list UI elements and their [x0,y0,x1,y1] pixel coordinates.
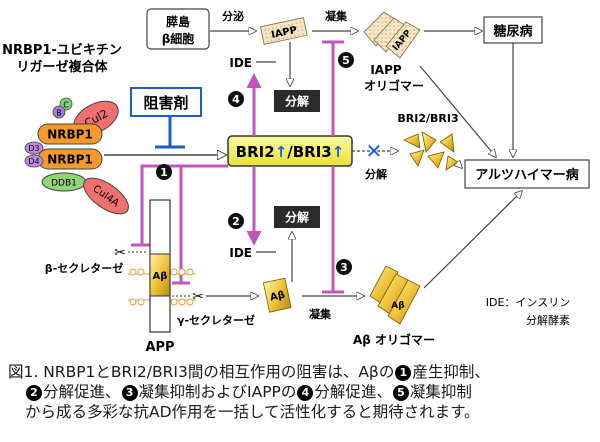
nrbp1-upper-label: NRBP1 [47,128,93,142]
pancreas-line2: β細胞 [162,31,195,46]
d4-label: D4 [28,157,39,166]
c-subunit-label: C [63,101,69,110]
alzheimer-box [464,159,590,189]
gamma-secretase-scissors-icon: ✂ [192,289,204,305]
caption-part: 図1. NRBP1とBRI2/BRI3間の相互作用の阻害は、Aβの [8,363,395,381]
caption-part: 凝集抑制およびIAPPの [138,383,297,401]
d4-subunit [24,154,44,168]
bri-degradation-cross: ✕ [366,139,383,163]
nrbp1-upper [37,123,103,145]
bri-fragments [403,131,459,171]
caption-number-2: 2 [26,385,42,401]
fragments-to-ad-arrow [460,166,462,168]
bri-up-arrow-a: ↑ [275,143,288,161]
iapp-degrade-label: 分解 [285,94,309,109]
legend-line1: IDE：インスリン [486,296,570,309]
complex-title-line1: NRBP1-ユビキチン [2,42,122,58]
abeta-aggregate-label: 凝集 [309,307,332,321]
pancreas-box [146,8,210,50]
caption-part: 凝集抑制 [409,383,472,401]
abeta-oligomer-label: Aβ オリゴマー [353,332,435,347]
abeta-oligomer-sheet-label: Aβ [391,301,405,311]
bri-text-b: /BRI3 [287,143,331,161]
inhibitor-label: 阻害剤 [143,94,188,112]
membrane-lipids [129,268,194,306]
inhibit-path-1 [140,164,228,244]
svg-text:4: 4 [232,93,240,106]
caption-part: 分解促進、 [43,383,121,401]
b-subunit-label: B [56,109,62,118]
caption-number-4: 4 [297,385,314,401]
ide-top-label: IDE [229,56,252,70]
c-subunit [59,97,73,111]
ide-bottom-label: IDE [229,246,252,260]
abeta-degrade-label: 分解 [285,210,309,225]
beta-secretase-label: β-セクレターゼ [45,261,123,275]
caption-number-1: 1 [395,365,412,381]
iapp-monomer: IAPP [259,17,308,45]
step-1-marker: 1 [156,164,172,180]
d3-subunit [24,141,44,155]
svg-text:5: 5 [342,54,350,67]
alzheimer-label: アルツハイマー病 [475,167,579,183]
iapp-oligomer: IAPP [363,11,421,59]
step-4-marker: 4 [228,91,244,107]
bri-degradation-label: 分解 [365,167,387,181]
iapp-aggregate-label: 凝集 [325,9,348,23]
cul4a-subunit [83,177,129,215]
secrete-label: 分泌 [222,9,244,23]
svg-text:1: 1 [160,166,168,179]
nrbp1-lower-label: NRBP1 [47,153,93,167]
legend-line2: 分解酵素 [526,313,570,327]
inhibitor-box [130,87,202,117]
abeta-degrade-box [274,206,320,228]
step-2-marker: 2 [228,213,244,229]
diabetes-label: 糖尿病 [493,24,532,40]
abeta-oligomer: Aβ [369,265,421,325]
svg-text:3: 3 [340,261,348,274]
caption-part: 分解促進、 [314,383,392,401]
iapp-to-ad-arrow [419,65,496,157]
app-abeta-label: Aβ [153,271,168,282]
app-abeta-segment [149,253,171,297]
complex-title-line2: リガーゼ複合体 [16,59,108,75]
iapp-oligomer-label1: IAPP [370,63,402,77]
caption-part: 産生抑制、 [412,363,490,381]
app-label: APP [145,340,174,355]
abeta-monomer: Aβ [262,277,292,313]
bri-text-a: BRI2 [236,143,275,161]
bri-up-arrow-b: ↑ [332,143,345,161]
iapp-degrade-box [274,90,320,112]
d3-label: D3 [28,144,39,153]
iapp-oligomer-label2: オリゴマー [364,78,424,93]
caption-number-5: 5 [392,385,409,401]
ubiquitin-ligase-complex: Cul2 C B NRBP1 D3 NRBP1 D4 DDB1 Cul4A [24,97,129,215]
abeta-monomer-label: Aβ [269,290,286,304]
bri-label: BRI2↑/BRI3↑ [236,143,345,161]
caption-number-3: 3 [121,385,138,401]
bri-fragment-label: BRI2/BRI3 [397,112,458,125]
abeta-to-ad-arrow [423,191,522,289]
iapp-monomer-label: IAPP [270,25,298,41]
beta-secretase-scissors-icon: ✂ [114,245,126,261]
step-5-marker: 5 [338,52,354,68]
diagram-canvas: NRBP1-ユビキチン リガーゼ複合体 Cul2 C B NRBP1 D3 NR… [2,8,590,355]
svg-text:2: 2 [232,215,240,228]
diabetes-box [483,16,543,44]
pancreas-line1: 膵島 [166,14,190,29]
gamma-secretase-label: γ-セクレターゼ [177,313,255,327]
b-subunit [52,105,66,119]
caption-line-3: から成る多彩な抗AD作用を一括して活性化すると期待されます。 [25,403,480,421]
step-3-marker: 3 [336,259,352,275]
ddb1-label: DDB1 [51,179,77,189]
